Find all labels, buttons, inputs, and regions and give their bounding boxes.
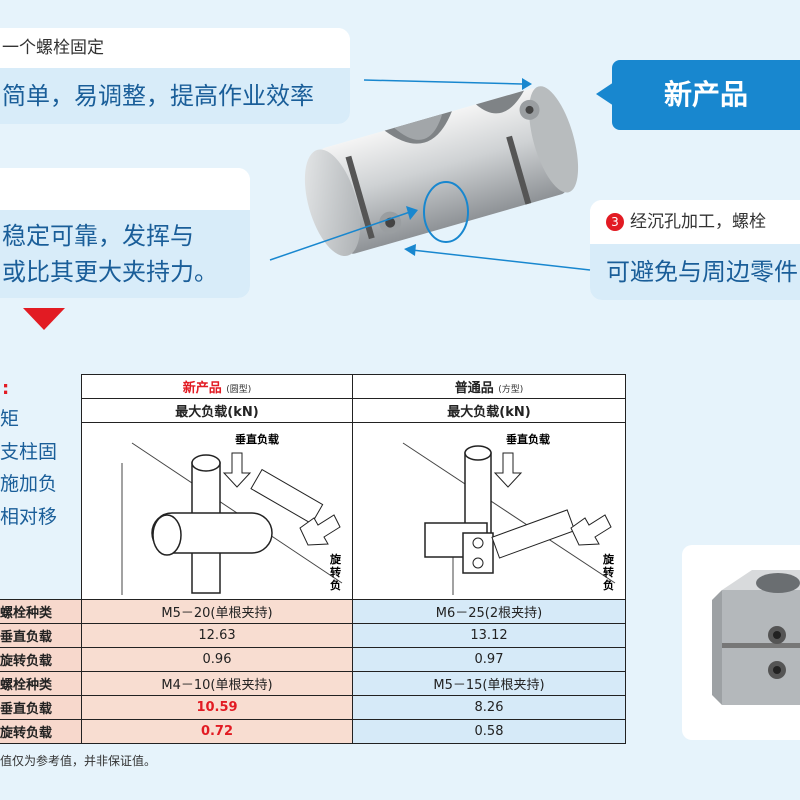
new-product-badge-label: 新产品 [663, 78, 748, 111]
new-product-title: 新产品 [182, 381, 222, 396]
row-label: 螺栓种类 [0, 599, 82, 624]
table-row: 垂直负载 10.59 8.26 [0, 695, 626, 720]
row-label: 螺栓种类 [0, 671, 82, 696]
table-header-standard: 普通品 (方型) [352, 374, 626, 399]
left-list-item: 相对移 [0, 506, 58, 528]
down-arrow-icon [23, 308, 65, 330]
new-value: 12.63 [81, 623, 353, 648]
standard-value: 0.58 [352, 719, 626, 744]
rot-char: 转 [330, 565, 341, 579]
rot-char: 旋 [602, 552, 615, 566]
new-value: 0.72 [81, 719, 353, 744]
rot-char: 转 [603, 565, 614, 579]
standard-value: 8.26 [352, 695, 626, 720]
footnote: 值仅为参考值，并非保证值。 [0, 754, 157, 768]
new-product-badge: 新产品 [612, 60, 800, 130]
standard-value: M5－15(单根夹持) [352, 671, 626, 696]
standard-value: M6－25(2根夹持) [352, 599, 626, 624]
left-list-item: 施加负 [0, 473, 58, 495]
rot-char: 负 [603, 578, 614, 592]
callout-heading [0, 168, 250, 210]
table-row: 垂直负载 12.63 13.12 [0, 623, 626, 648]
comparison-table: 新产品 (圆型) 普通品 (方型) 最大负载(kN) 最大负载(kN) [0, 374, 626, 744]
row-label: 旋转负载 [0, 719, 82, 744]
square-clamp-photo [712, 570, 800, 705]
rot-char: 负 [330, 578, 341, 592]
standard-product-subtitle: (方型) [498, 385, 524, 395]
left-list-item: 支柱固 [0, 441, 58, 463]
callout-body: 简单，易调整，提高作业效率 [0, 68, 350, 124]
new-value: 0.96 [81, 647, 353, 672]
standard-product-title: 普通品 [454, 381, 494, 396]
standard-value: 0.97 [352, 647, 626, 672]
table-row: 旋转负载 0.72 0.58 [0, 719, 626, 744]
table-row: 螺栓种类 M5－20(单根夹持) M6－25(2根夹持) [0, 599, 626, 624]
feature-callout-counterbore: 3 经沉孔加工，螺栓 可避免与周边零件 [590, 200, 800, 300]
standard-product-diagram-cell: 垂直负载 旋 转 负 [352, 422, 626, 600]
new-product-diagram-cell: 垂直负载 旋 转 负 [81, 422, 353, 600]
rot-char: 旋 [329, 552, 342, 566]
standard-value: 13.12 [352, 623, 626, 648]
standard-product-photo-card [682, 545, 800, 740]
table-header-new: 新产品 (圆型) [81, 374, 353, 399]
table-row: 螺栓种类 M4－10(单根夹持) M5－15(单根夹持) [0, 671, 626, 696]
new-product-load-diagram: 垂直负载 旋 转 负 [121, 432, 343, 595]
feature-callout-clamping-force: 稳定可靠，发挥与 或比其更大夹持力。 [0, 168, 250, 298]
callout-heading: 一个螺栓固定 [0, 28, 350, 68]
clamp-product-illustration [269, 78, 591, 271]
max-load-header: 最大负载(kN) [352, 398, 626, 423]
number-circle-icon: 3 [606, 213, 624, 231]
feature-callout-one-bolt: 一个螺栓固定 简单，易调整，提高作业效率 [0, 28, 350, 124]
new-value: M5－20(单根夹持) [81, 599, 353, 624]
left-list-item: 矩 [0, 408, 20, 430]
row-label: 旋转负载 [0, 647, 82, 672]
vertical-load-label: 垂直负载 [235, 432, 279, 446]
new-value: M4－10(单根夹持) [81, 671, 353, 696]
callout-body-line: 或比其更大夹持力。 [2, 258, 218, 286]
badge-pointer [596, 82, 614, 106]
standard-product-load-diagram: 垂直负载 旋 转 负 [402, 432, 616, 595]
callout-body: 稳定可靠，发挥与 或比其更大夹持力。 [0, 210, 250, 298]
callout-heading: 3 经沉孔加工，螺栓 [590, 200, 800, 244]
table-row: 旋转负载 0.96 0.97 [0, 647, 626, 672]
row-label: 垂直负载 [0, 623, 82, 648]
callout-body: 可避免与周边零件 [590, 244, 800, 300]
row-label: 垂直负载 [0, 695, 82, 720]
max-load-header: 最大负载(kN) [81, 398, 353, 423]
new-value: 10.59 [81, 695, 353, 720]
left-list-colon: : [2, 378, 10, 399]
vertical-load-label: 垂直负载 [506, 432, 550, 446]
callout-body-line: 稳定可靠，发挥与 [2, 222, 194, 250]
new-product-subtitle: (圆型) [226, 385, 252, 395]
callout-heading-text: 经沉孔加工，螺栓 [630, 212, 766, 232]
